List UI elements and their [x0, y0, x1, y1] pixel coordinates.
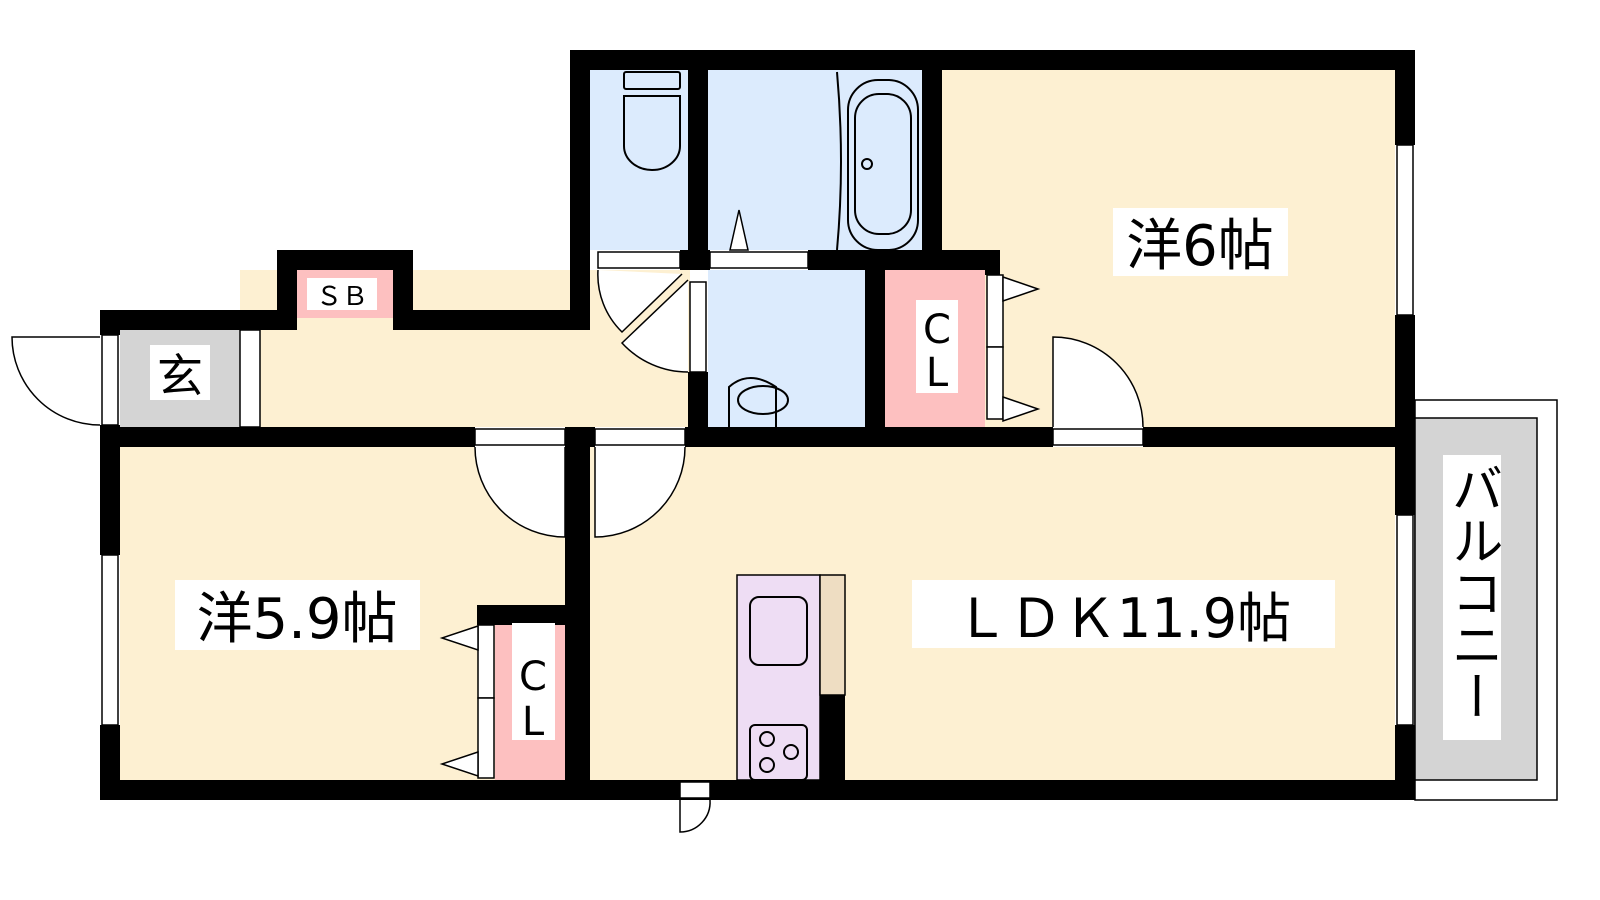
toilet-icon [623, 71, 681, 171]
doors-and-windows [11, 144, 1414, 833]
kitchen-back-door [679, 781, 711, 833]
walls [100, 50, 1415, 800]
window [1396, 144, 1414, 316]
washroom-door [620, 279, 707, 373]
bathroom-floor [708, 70, 922, 250]
closet-2-door [439, 624, 495, 779]
closet-1-label-l: L [926, 350, 949, 396]
kitchen-counter [736, 574, 846, 785]
ldk-door [594, 428, 686, 538]
room-label-western-59: 洋5.9帖 [196, 587, 397, 652]
closet-2-label-l: L [522, 699, 545, 745]
washbasin-icon [728, 377, 789, 427]
sink-icon [749, 596, 808, 666]
room-label-western-6: 洋6帖 [1126, 214, 1274, 279]
closet-2-label-c: C [519, 654, 547, 700]
window [1396, 514, 1414, 726]
closet-1-door [986, 274, 1041, 423]
window [101, 554, 119, 726]
labels: 洋6帖 洋5.9帖 ＬＤＫ11.9帖 玄 ＳＢ C L C L バルコニー [150, 208, 1502, 745]
room-label-entrance: 玄 [157, 349, 203, 403]
balcony-label: バルコニー [1442, 462, 1502, 722]
closet-1-label-c: C [923, 307, 951, 353]
room-label-ldk: ＬＤＫ11.9帖 [955, 587, 1291, 650]
entrance-door [11, 334, 119, 426]
washroom-floor [708, 270, 865, 427]
room-59-door [474, 428, 566, 538]
room-6-door [1052, 336, 1144, 446]
toilet-door [597, 251, 683, 334]
room-label-shoe-box: ＳＢ [316, 282, 368, 312]
toilet-floor [590, 70, 688, 250]
bath-door-marker [729, 209, 749, 251]
bath-door [709, 251, 809, 269]
